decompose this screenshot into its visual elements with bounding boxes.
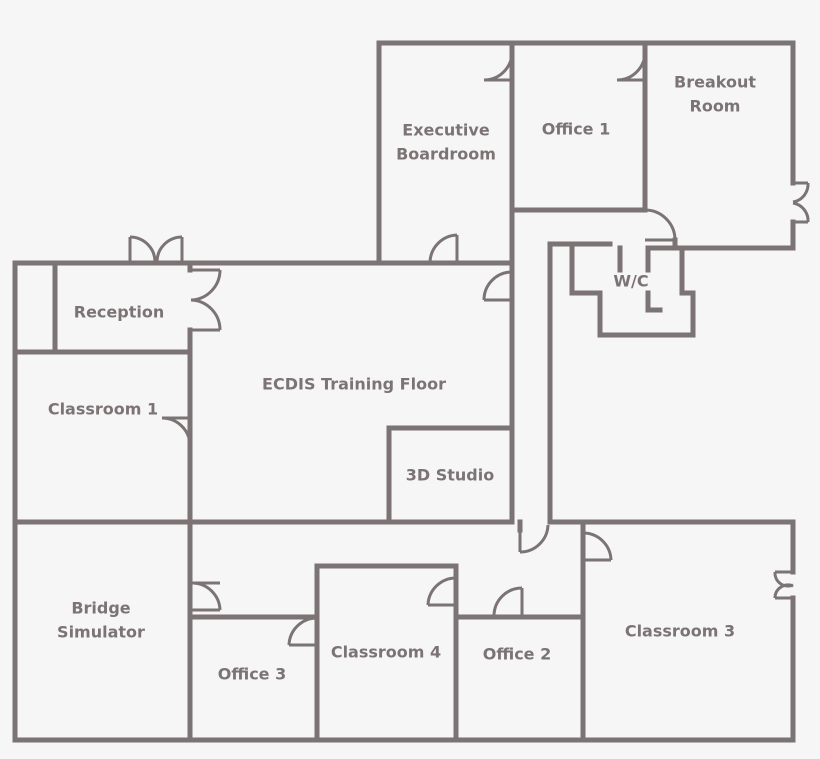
door-ecdis-upper[interactable] bbox=[482, 270, 513, 302]
breakout-top-east bbox=[642, 40, 796, 186]
wc-wall-outer bbox=[569, 245, 696, 338]
door-classroom-3-east[interactable] bbox=[773, 570, 794, 600]
label-classroom-4: Classroom 4 bbox=[331, 643, 441, 662]
label-reception: Reception bbox=[74, 303, 164, 322]
label-bridge-simulator-2: Simulator bbox=[57, 623, 145, 642]
label-bridge-simulator-1: Bridge bbox=[71, 599, 130, 618]
door-office-2[interactable] bbox=[492, 586, 524, 617]
door-classroom-1[interactable] bbox=[161, 416, 192, 445]
wc-inner-divider bbox=[645, 290, 663, 313]
door-breakout-east[interactable] bbox=[792, 181, 810, 224]
label-executive-boardroom-1: Executive bbox=[402, 121, 490, 140]
door-reception-top[interactable] bbox=[128, 235, 184, 263]
door-bridge-corridor[interactable] bbox=[190, 581, 222, 611]
door-office-3[interactable] bbox=[287, 616, 318, 647]
door-office-1[interactable] bbox=[616, 51, 647, 82]
label-ecdis-training-floor: ECDIS Training Floor bbox=[262, 375, 446, 394]
label-classroom-1: Classroom 1 bbox=[48, 400, 158, 419]
door-classroom-3-west[interactable] bbox=[583, 531, 613, 562]
outer-wall-east-lower-top bbox=[547, 519, 796, 575]
label-wc: W/C bbox=[613, 272, 648, 291]
label-executive-boardroom-2: Boardroom bbox=[396, 145, 496, 164]
exec-west-wall bbox=[376, 40, 648, 266]
label-office-3: Office 3 bbox=[218, 665, 286, 684]
breakout-east-bottom bbox=[672, 219, 796, 251]
label-office-1: Office 1 bbox=[542, 120, 610, 139]
doors bbox=[128, 51, 810, 647]
label-classroom-3: Classroom 3 bbox=[625, 622, 735, 641]
door-corridor-bottom[interactable] bbox=[518, 522, 550, 554]
door-reception-ecdis[interactable] bbox=[190, 268, 222, 332]
walls bbox=[12, 40, 796, 743]
label-breakout-room-1: Breakout bbox=[674, 73, 756, 92]
label-office-2: Office 2 bbox=[483, 645, 551, 664]
classroom4-wall bbox=[314, 563, 459, 743]
door-classroom-4[interactable] bbox=[426, 576, 457, 607]
label-breakout-room-2: Room bbox=[690, 97, 741, 116]
door-breakout-corridor[interactable] bbox=[644, 208, 677, 242]
room-labels: Executive Boardroom Office 1 Breakout Ro… bbox=[48, 73, 757, 684]
door-executive-top[interactable] bbox=[483, 51, 514, 82]
corridor-east-wall bbox=[547, 241, 613, 525]
studio-wall bbox=[386, 425, 515, 525]
label-3d-studio: 3D Studio bbox=[406, 466, 494, 485]
door-executive-boardroom[interactable] bbox=[428, 233, 459, 263]
outer-wall-west bbox=[12, 260, 193, 743]
